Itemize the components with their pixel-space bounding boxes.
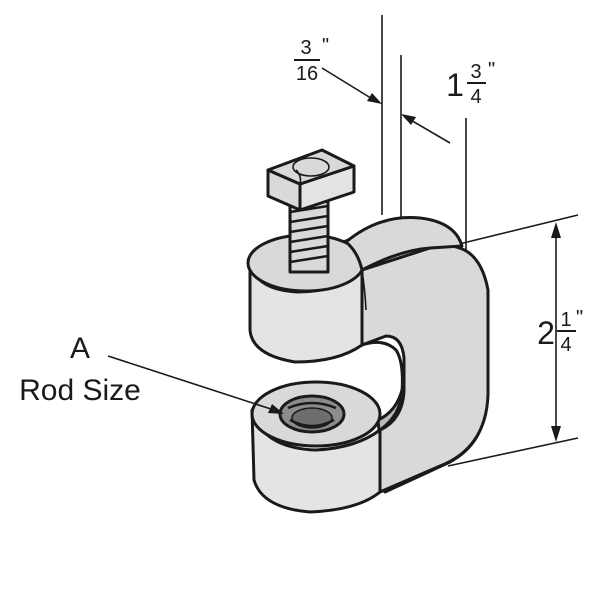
thickness-inch-mark: " — [322, 35, 329, 57]
rod-size-label: Rod Size — [19, 374, 141, 407]
height-label: 2 1 " 4 — [537, 307, 583, 356]
width-label: 1 3 " 4 — [446, 59, 495, 108]
thickness-numerator: 3 — [300, 37, 311, 59]
screw-head-top — [266, 148, 356, 186]
height-dimension — [551, 222, 561, 442]
width-denominator: 4 — [470, 86, 481, 108]
lower-jaw — [250, 408, 382, 514]
height-denominator: 4 — [560, 334, 571, 356]
height-numerator: 1 — [560, 309, 571, 331]
height-whole: 2 — [537, 315, 555, 351]
thickness-denominator: 16 — [296, 63, 318, 85]
clamp-spine — [360, 244, 490, 494]
width-inch-mark: " — [488, 59, 495, 81]
set-screw — [266, 148, 356, 274]
width-numerator: 3 — [470, 61, 481, 83]
thickness-dimension — [321, 67, 451, 144]
clamp-body — [246, 216, 490, 514]
spine-top — [344, 216, 464, 272]
height-inch-mark: " — [576, 307, 583, 329]
rod-letter: A — [70, 332, 90, 365]
rod-size-callout: A Rod Size — [19, 332, 284, 414]
width-whole: 1 — [446, 67, 464, 103]
thickness-label: 3 " 16 — [294, 35, 329, 85]
